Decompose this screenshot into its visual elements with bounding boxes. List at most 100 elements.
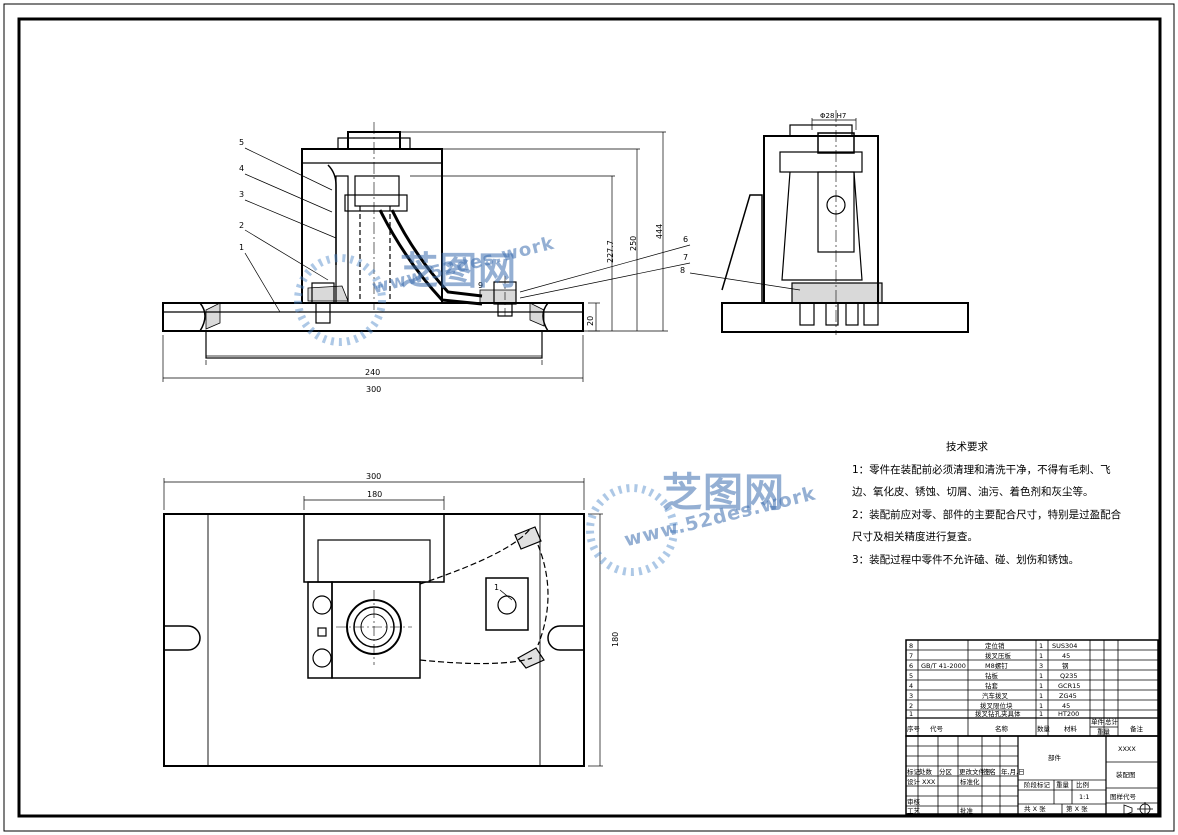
front-view — [162, 122, 801, 382]
bom-no-6: 6 — [909, 662, 913, 670]
balloon-4: 4 — [239, 164, 244, 173]
tb-zone-label: 分区 — [939, 767, 953, 776]
tb-scale-label: 比例 — [1076, 780, 1089, 789]
dim-444: 444 — [655, 224, 664, 239]
bom-mat-6: 钢 — [1062, 662, 1069, 670]
tb-weight-label: 重量 — [1056, 781, 1070, 789]
bom-mat-7: 45 — [1062, 652, 1070, 660]
balloon-5: 5 — [239, 138, 244, 147]
requirement-line: 边、氧化皮、锈蚀、切屑、油污、着色剂和灰尘等。 — [852, 486, 1094, 498]
bom-name-8: 定位销 — [985, 641, 1005, 650]
dim-227: 227.7 — [606, 240, 615, 263]
bom-mat-1: HT200 — [1058, 710, 1079, 718]
watermark-brand-1: 芝图网 — [400, 249, 518, 293]
title-block — [905, 735, 1159, 815]
bom-name-5: 钻板 — [985, 671, 999, 680]
tb-stage-label: 阶段标记 — [1024, 780, 1051, 789]
tb-designer: XXX — [922, 778, 936, 786]
bom-mat-5: Q235 — [1060, 672, 1078, 680]
bom-mat-4: GCR15 — [1058, 682, 1080, 690]
balloon-9: 9 — [478, 281, 483, 290]
bom-hdr-total: 总计 — [1105, 717, 1119, 726]
requirement-line: 3：装配过程中零件不允许磕、碰、划伤和锈蚀。 — [852, 553, 1080, 566]
bom-no-2: 2 — [909, 702, 913, 710]
bom-qty-8: 1 — [1039, 642, 1043, 650]
tb-drawing-type: 装配图 — [1116, 770, 1136, 779]
bom-mat-2: 45 — [1062, 702, 1070, 710]
tb-mark-label: 标记 — [907, 767, 921, 776]
dim-240: 240 — [365, 368, 380, 377]
dim-300-front: 300 — [366, 385, 381, 394]
bom-no-4: 4 — [909, 682, 913, 690]
bom-hdr-name: 名称 — [995, 724, 1009, 733]
projection-symbol-icon — [1123, 802, 1153, 816]
tb-approve-label: 批准 — [960, 806, 974, 815]
outer-border — [3, 3, 1175, 832]
bom-mat-3: ZG45 — [1059, 692, 1077, 700]
bom-hdr-unit: 单件 — [1091, 717, 1105, 726]
dim-180-top: 180 — [367, 490, 382, 499]
balloon-1: 1 — [239, 243, 244, 252]
bom-mat-8: SUS304 — [1052, 642, 1077, 650]
requirement-line: 1：零件在装配前必须清理和清洗干净，不得有毛刺、飞 — [852, 463, 1111, 476]
tb-scale: 1:1 — [1079, 793, 1089, 801]
bom-hdr-code: 代号 — [930, 724, 944, 733]
dim-250: 250 — [629, 236, 638, 251]
balloon-8: 8 — [680, 266, 685, 275]
watermark-brand-2: 芝图网 — [662, 470, 785, 516]
side-view — [721, 110, 969, 335]
dim-bore: Φ28 H7 — [820, 112, 846, 120]
bom-no-8: 8 — [909, 642, 913, 650]
requirement-line: 2：装配前应对零、部件的主要配合尺寸，特别是过盈配合 — [852, 508, 1122, 521]
tb-change-doc-label: 更改文件号 — [959, 767, 992, 776]
bom-name-1: 拨叉钻孔夹具体 — [975, 709, 1021, 718]
title-block-text: 部件 XXXX 装配图 图样代号 阶段标记 重量 比例 1:1 共 X 张 第 … — [907, 745, 1137, 815]
tb-company: XXXX — [1118, 745, 1136, 753]
tb-design-label: 设计 — [907, 777, 921, 786]
bom-name-2: 拨叉限位块 — [980, 701, 1013, 710]
requirement-line: 尺寸及相关精度进行复查。 — [852, 531, 978, 543]
tb-sheets: 共 X 张 — [1024, 804, 1046, 813]
bom-no-7: 7 — [909, 652, 913, 660]
bom-hdr-note: 备注 — [1130, 724, 1144, 733]
tb-count-label: 处数 — [919, 767, 933, 776]
bom-qty-6: 3 — [1039, 662, 1043, 670]
balloon-7: 7 — [683, 253, 688, 262]
side-view-labels: Φ28 H7 — [820, 112, 846, 120]
bom-name-7: 拨叉压板 — [985, 651, 1012, 660]
balloon-2: 2 — [239, 221, 244, 230]
technical-requirements: 技术要求 1：零件在装配前必须清理和清洗干净，不得有毛刺、飞 边、氧化皮、锈蚀、… — [852, 436, 1142, 571]
balloon-3: 3 — [239, 190, 244, 199]
tb-drawing-no-label: 图样代号 — [1110, 792, 1137, 801]
tb-standard-label: 标准化 — [960, 777, 980, 786]
bom-hdr-material: 材料 — [1064, 724, 1078, 733]
bom-text: 8 定位销 1 SUS304 7 拨叉压板 1 45 6 GB/T 41-200… — [907, 641, 1144, 736]
bom-hdr-weight: 重量 — [1097, 728, 1111, 736]
watermark-logo-icon — [294, 254, 678, 576]
bom-no-3: 3 — [909, 692, 913, 700]
bom-qty-4: 1 — [1039, 682, 1043, 690]
bom-no-5: 5 — [909, 672, 913, 680]
tb-review-label: 审核 — [907, 797, 921, 806]
tb-part-label: 部件 — [1048, 753, 1062, 762]
tb-sign-label: 签名 — [983, 767, 996, 776]
requirements-title: 技术要求 — [946, 441, 988, 453]
tb-date-label: 年,月,日 — [1001, 767, 1025, 776]
bom-name-6: M8螺钉 — [985, 661, 1008, 670]
tb-process-label: 工艺 — [907, 807, 921, 815]
bom-qty-1: 1 — [1039, 710, 1043, 718]
inner-frame — [17, 17, 1162, 818]
bom-name-4: 钻套 — [985, 681, 999, 690]
top-view-labels: 300 180 180 1 — [366, 472, 620, 647]
bom-name-3: 汽车拨叉 — [982, 691, 1009, 700]
balloon-top-1: 1 — [494, 583, 499, 592]
top-view — [163, 478, 603, 767]
dim-20: 20 — [586, 316, 595, 326]
bom-qty-5: 1 — [1039, 672, 1043, 680]
bom-no-1: 1 — [909, 710, 913, 718]
front-view-labels: 5 4 3 2 1 6 7 8 9 240 300 20 227.7 250 4… — [239, 138, 688, 394]
dim-300-top: 300 — [366, 472, 381, 481]
dim-180-side: 180 — [611, 632, 620, 647]
bom-qty-2: 1 — [1039, 702, 1043, 710]
